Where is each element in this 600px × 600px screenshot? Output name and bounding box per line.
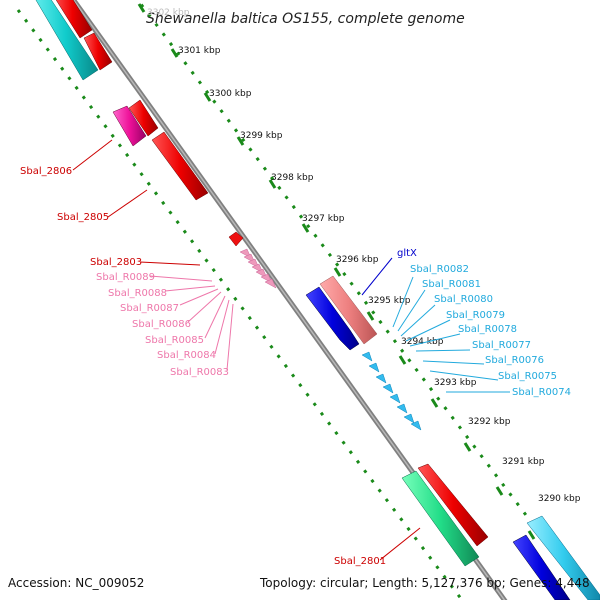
cds-feature-cyan[interactable] [33,0,99,81]
gene-label-rna[interactable]: Sbal_R0078 [458,324,517,335]
gene-label-rna[interactable]: Sbal_R0089 [96,272,155,283]
trna-arrow[interactable] [361,351,373,362]
tick-label: 3290 kbp [538,494,581,504]
rrna-arrow[interactable] [264,278,277,289]
gene-label-sbal2806[interactable]: Sbal_2806 [20,166,72,177]
tick-mark [463,442,472,452]
gene-label-rna[interactable]: Sbal_R0085 [145,335,204,346]
tick-mark [366,311,375,321]
leader-line [415,349,471,352]
tick-mark [430,398,439,408]
cds-feature-sky[interactable] [526,515,600,600]
tick-mark [268,179,277,189]
gene-label-rna[interactable]: Sbal_R0084 [157,350,216,361]
tick-mark [301,223,310,233]
tick-label: 3292 kbp [468,417,511,427]
trna-arrow[interactable] [382,383,394,394]
cds-feature-blue[interactable] [512,534,571,600]
leader-line [226,303,234,371]
tick-mark [170,48,179,58]
cds-feature-blue[interactable] [305,286,360,351]
gene-label-rna[interactable]: Sbal_R0075 [498,371,557,382]
tick-mark [333,267,342,277]
gene-label-rna[interactable]: Sbal_R0087 [120,303,179,314]
gene-label-rna[interactable]: Sbal_R0080 [434,294,493,305]
gene-label-rna[interactable]: Sbal_R0086 [132,319,191,330]
gene-label-gltx[interactable]: gltX [397,248,417,259]
tick-mark [137,3,146,13]
cds-feature-sbal2805[interactable] [151,131,209,201]
trna-arrow[interactable] [396,403,408,414]
map-title: Shewanella baltica OS155, complete genom… [146,11,465,27]
gene-label-rna[interactable]: Sbal_R0081 [422,279,481,290]
tick-label: 3291 kbp [502,457,545,467]
trna-arrow[interactable] [375,373,387,384]
topology-text: Topology: circular; Length: 5,127,376 bp… [259,576,590,590]
trna-arrow[interactable] [410,420,422,431]
cds-feature-sbal2801[interactable] [417,463,489,547]
leader-line [392,276,414,328]
accession-text: Accession: NC_009052 [8,576,144,590]
cds-feature-magenta[interactable] [112,105,147,147]
leader-line [187,291,222,323]
gene-label-sbal2803[interactable]: Sbal_2803 [90,257,142,268]
gene-label-rna[interactable]: Sbal_R0082 [410,264,469,275]
trna-arrows-right [361,351,422,431]
ruler-track [135,0,592,600]
trna-arrow[interactable] [368,362,380,373]
tick-label: 3296 kbp [336,255,379,265]
cds-feature-red[interactable] [128,99,159,137]
rrna-arrows-left [239,248,277,289]
tick-mark [236,136,245,146]
gene-label-rna[interactable]: Sbal_R0077 [472,340,531,351]
leader-line [139,261,201,266]
leader-line [179,288,219,306]
tick-label: 3294 kbp [401,337,444,347]
tick-label: 3298 kbp [271,173,314,183]
leader-line [164,285,216,292]
gene-label-rna[interactable]: Sbal_R0088 [108,288,167,299]
trna-arrow[interactable] [389,393,401,404]
leader-line [214,299,230,355]
cds-feature-sbal2803[interactable] [228,231,244,247]
tick-marks [137,3,536,540]
gene-label-sbal2805[interactable]: Sbal_2805 [57,212,109,223]
tick-mark [495,486,504,496]
leader-line [149,275,213,282]
gene-label-rna[interactable]: Sbal_R0083 [170,367,229,378]
tick-mark [398,355,407,365]
gene-label-rna[interactable]: Sbal_R0076 [485,355,544,366]
tick-label: 3300 kbp [209,89,252,99]
cds-feature-red[interactable] [83,32,113,71]
leader-line [429,370,499,381]
cds-feature-red[interactable] [53,0,93,39]
tick-label: 3297 kbp [302,214,345,224]
leader-line [72,139,113,171]
leader-line [405,319,451,342]
leader-line [400,304,436,337]
tick-mark [527,530,536,540]
gene-label-sbal2801[interactable]: Sbal_2801 [334,556,386,567]
leader-line [422,360,485,365]
trna-arrow[interactable] [403,413,415,424]
gene-label-rna[interactable]: Sbal_R0079 [446,310,505,321]
leader-line [204,295,226,339]
leader-line [397,289,426,332]
leader-line [409,333,461,347]
gene-label-rna[interactable]: Sbal_R0074 [512,387,571,398]
cds-feature-gltx[interactable] [319,275,378,345]
cds-feature-green[interactable] [401,470,480,567]
tick-mark [203,92,212,102]
leader-line [361,257,393,296]
tick-label: 3295 kbp [368,296,411,306]
tick-label: 3299 kbp [240,131,283,141]
tick-label: 3301 kbp [178,46,221,56]
tick-label: 3302 kbp [147,8,190,18]
leader-line [379,527,421,561]
tick-label: 3293 kbp [434,378,477,388]
leader-line [107,189,148,218]
